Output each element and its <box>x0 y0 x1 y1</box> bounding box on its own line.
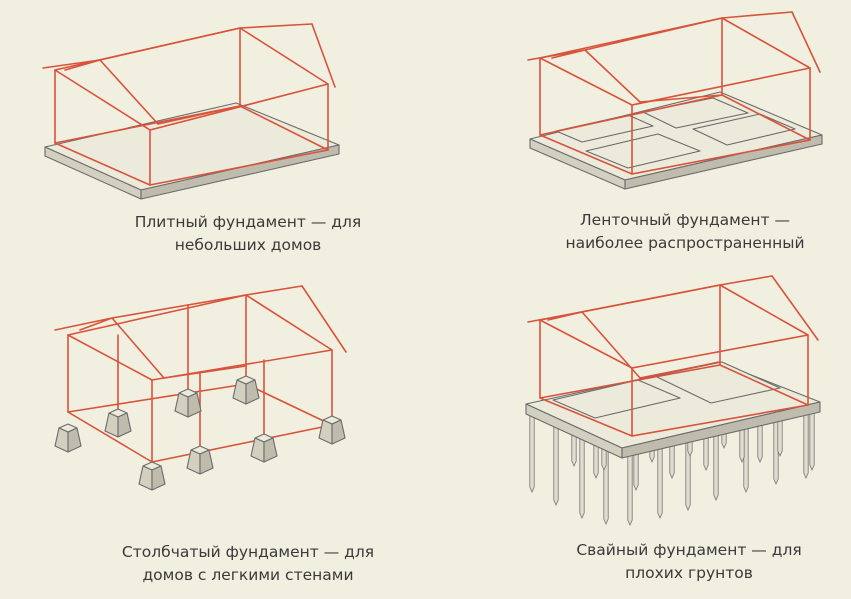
caption-strip-line1: Ленточный фундамент — <box>580 211 790 229</box>
slab-house-frame <box>42 23 336 186</box>
caption-slab-line1: Плитный фундамент — для <box>134 213 362 231</box>
strip-cell <box>585 133 701 169</box>
strip-house-frame <box>527 11 821 175</box>
strip-base <box>529 91 823 190</box>
slab-foundation-drawing <box>42 23 340 200</box>
pile-grillage <box>525 361 821 459</box>
caption-column: Столбчатый фундамент — для домов с легки… <box>68 541 428 587</box>
column-pier <box>250 433 278 463</box>
pile <box>579 431 585 519</box>
pile <box>713 433 719 501</box>
column-pier <box>232 375 260 405</box>
grillage-side <box>621 401 821 459</box>
column-piers <box>54 375 346 491</box>
caption-slab-line2: небольших домов <box>174 236 322 254</box>
caption-slab: Плитный фундамент — для небольших домов <box>68 211 428 257</box>
pile <box>529 409 535 493</box>
pile <box>657 445 663 519</box>
strip-foundation-drawing <box>527 11 823 190</box>
slab-base <box>44 102 340 200</box>
column-pier <box>318 415 346 445</box>
column-pier <box>174 388 202 418</box>
caption-pile: Свайный фундамент — для плохих грунтов <box>509 539 851 585</box>
pile-house-frame <box>527 275 819 437</box>
pile <box>553 419 559 506</box>
grillage-cell <box>552 379 681 419</box>
caption-strip: Ленточный фундамент — наиболее распростр… <box>505 209 851 255</box>
column-pier <box>186 445 214 475</box>
caption-strip-line2: наиболее распространенный <box>565 234 805 252</box>
column-pier <box>54 423 82 453</box>
strip-cell <box>692 113 796 146</box>
caption-pile-line2: плохих грунтов <box>625 564 753 582</box>
column-pier <box>104 408 132 438</box>
caption-column-line2: домов с легкими стенами <box>142 566 354 584</box>
column-pier <box>138 461 166 491</box>
caption-pile-line1: Свайный фундамент — для <box>576 541 802 559</box>
caption-column-line1: Столбчатый фундамент — для <box>121 543 375 561</box>
pile <box>803 409 809 479</box>
pile-foundation-drawing <box>525 275 821 526</box>
column-foundation-drawing <box>54 285 347 491</box>
pile <box>627 451 633 526</box>
column-house-frame <box>54 285 347 463</box>
